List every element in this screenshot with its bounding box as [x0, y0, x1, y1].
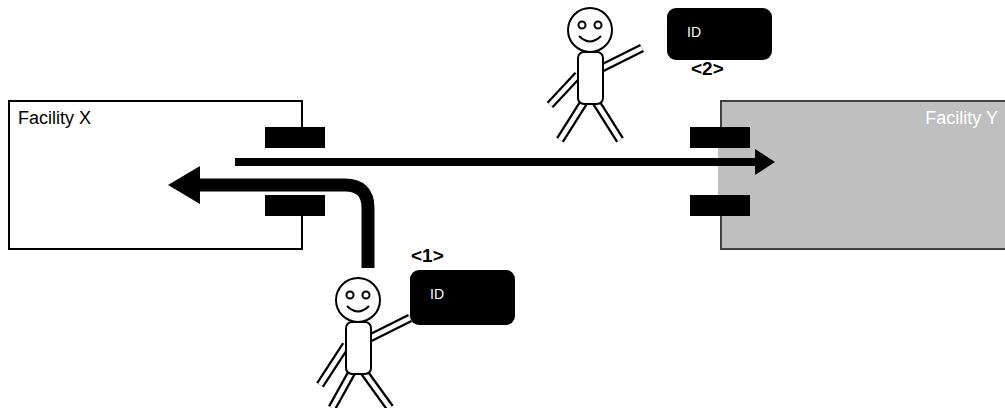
door-jamb	[265, 195, 325, 216]
person-figure	[320, 278, 410, 408]
arrow-line	[235, 158, 756, 166]
facility-box: Facility Y	[720, 100, 1005, 250]
node-label: Facility Y	[925, 108, 998, 129]
door-jamb	[265, 127, 325, 148]
arrow-head	[168, 166, 200, 204]
id-card: ID	[410, 270, 515, 325]
door-gap	[718, 148, 724, 195]
entry-arrow	[198, 185, 368, 268]
door-jamb	[690, 127, 750, 148]
person-figure	[550, 8, 642, 140]
flow-arrow	[235, 149, 775, 175]
door-jamb	[690, 195, 750, 216]
facility-box: Facility X	[8, 100, 303, 250]
edges-layer	[235, 149, 775, 175]
id-card: ID	[667, 8, 772, 60]
node-label: ID	[430, 286, 444, 302]
callout-number: <2>	[691, 58, 724, 80]
node-label: ID	[687, 24, 701, 40]
node-label: Facility X	[18, 108, 91, 129]
callout-number: <1>	[411, 245, 444, 267]
arrow-head	[755, 149, 775, 175]
